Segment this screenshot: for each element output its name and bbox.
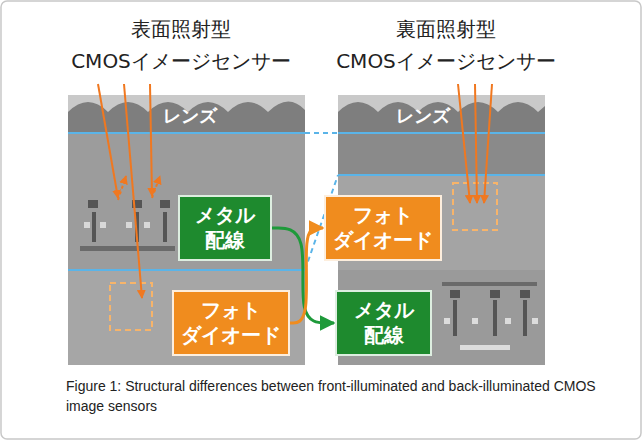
box-label: メタル 配線 — [341, 298, 426, 348]
component-box: メタル 配線 — [335, 290, 432, 356]
panel-heading: 表面照射型 CMOSイメージセンサー — [51, 13, 311, 77]
figure-caption: Figure 1: Structural differences between… — [66, 376, 626, 417]
component-box: メタル 配線 — [178, 195, 272, 261]
box-label: フォト ダイオード — [330, 203, 436, 253]
lens-label: レンズ — [396, 104, 450, 128]
box-label: フォト ダイオード — [178, 298, 284, 348]
lens-label: レンズ — [163, 104, 217, 128]
sensor-panel: 表面照射型 CMOSイメージセンサーメタル 配線フォト ダイオード — [68, 95, 305, 365]
light-ray — [98, 84, 492, 298]
panel-heading: 裏面照射型 CMOSイメージセンサー — [316, 13, 576, 77]
front-illuminated-micrograph — [68, 95, 305, 365]
sensor-panel: 裏面照射型 CMOSイメージセンサーフォト ダイオードメタル 配線 — [338, 95, 545, 365]
transform-arrow — [290, 228, 323, 323]
box-label: メタル 配線 — [184, 203, 266, 253]
component-box: フォト ダイオード — [172, 290, 290, 356]
component-box: フォト ダイオード — [324, 195, 442, 261]
